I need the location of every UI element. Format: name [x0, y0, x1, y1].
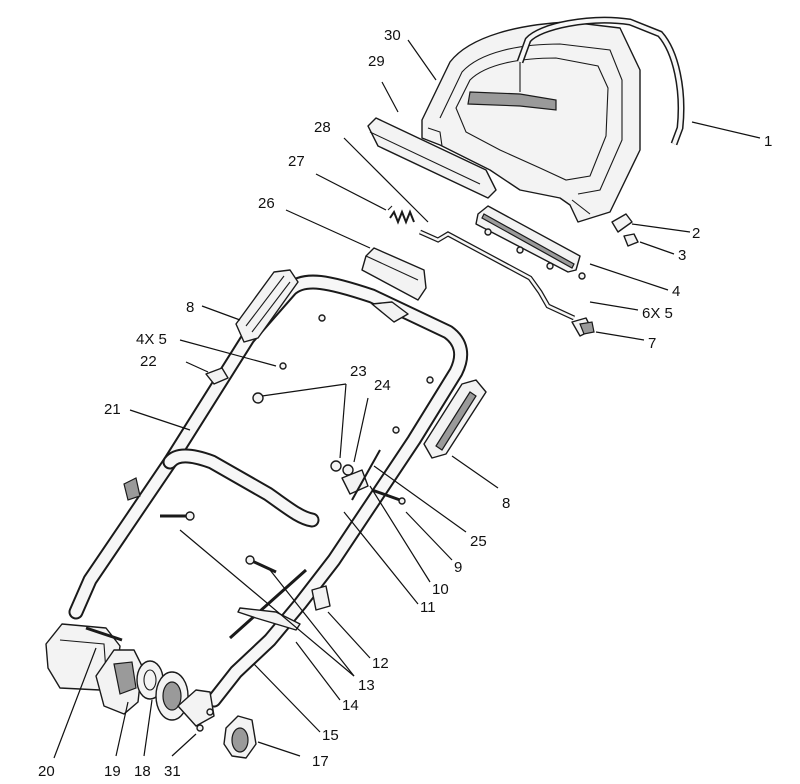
bolt-left	[160, 511, 195, 521]
part-26-tube-sleeve	[361, 247, 427, 301]
callout-30: 30	[384, 27, 401, 44]
callout-4x5: 4X 5	[136, 331, 167, 348]
callout-15: 15	[322, 727, 339, 744]
callout-31: 31	[164, 763, 181, 780]
callout-20: 20	[38, 763, 55, 780]
part-8-grip-right	[423, 379, 487, 459]
part-9-bolt	[371, 488, 406, 505]
bolt-mid	[245, 555, 277, 574]
callout-11: 11	[420, 599, 436, 616]
callout-29: 29	[368, 53, 385, 70]
leader-lines	[53, 39, 761, 759]
part-17-end-cap	[223, 715, 257, 759]
part-3-nut	[623, 233, 639, 247]
callout-25: 25	[470, 533, 487, 550]
callout-6x5: 6X 5	[642, 305, 673, 322]
part-7-cable-end	[571, 317, 595, 337]
callout-14: 14	[342, 697, 359, 714]
callout-4: 4	[672, 283, 680, 300]
callout-21: 21	[104, 401, 121, 418]
callout-27: 27	[288, 153, 305, 170]
part-30-upper-handle-frame	[421, 21, 641, 223]
part-19-height-adjuster	[95, 649, 143, 715]
part-8-grip-left	[235, 269, 299, 343]
callout-28: 28	[314, 119, 331, 136]
hardware-screws	[252, 314, 434, 476]
part-27-spring	[387, 205, 415, 225]
callout-7: 7	[648, 335, 656, 352]
callout-10: 10	[432, 581, 449, 598]
callout-26: 26	[258, 195, 275, 212]
part-29-handle-pad	[367, 117, 497, 199]
callout-18: 18	[134, 763, 151, 780]
part-4-cable-bracket	[475, 205, 586, 280]
part-22-knob	[205, 367, 229, 385]
part-1-control-bail	[516, 16, 685, 146]
callout-8-upper: 8	[186, 299, 194, 316]
part-31-screw	[196, 708, 214, 732]
callout-2: 2	[692, 225, 700, 242]
callout-23: 23	[350, 363, 367, 380]
callout-1: 1	[764, 133, 772, 150]
part-12-latch	[311, 585, 331, 611]
callout-19: 19	[104, 763, 121, 780]
part-11-bolt	[351, 449, 381, 501]
callout-3: 3	[678, 247, 686, 264]
callout-12: 12	[372, 655, 389, 672]
callout-24: 24	[374, 377, 391, 394]
part-28-control-rod	[418, 229, 576, 321]
knob-left	[123, 477, 141, 501]
callout-9: 9	[454, 559, 462, 576]
part-2-clip	[611, 213, 633, 233]
part-15-lower-bracket	[177, 689, 215, 727]
callout-13: 13	[358, 677, 375, 694]
callout-8-lower: 8	[502, 495, 510, 512]
callout-22: 22	[140, 353, 157, 370]
callout-labels: 1 2 3 4 6X 5 7 8 8 9 10 11 12 13 14 15 1…	[38, 27, 772, 780]
part-10-clamp	[341, 469, 369, 495]
callout-17: 17	[312, 753, 329, 770]
